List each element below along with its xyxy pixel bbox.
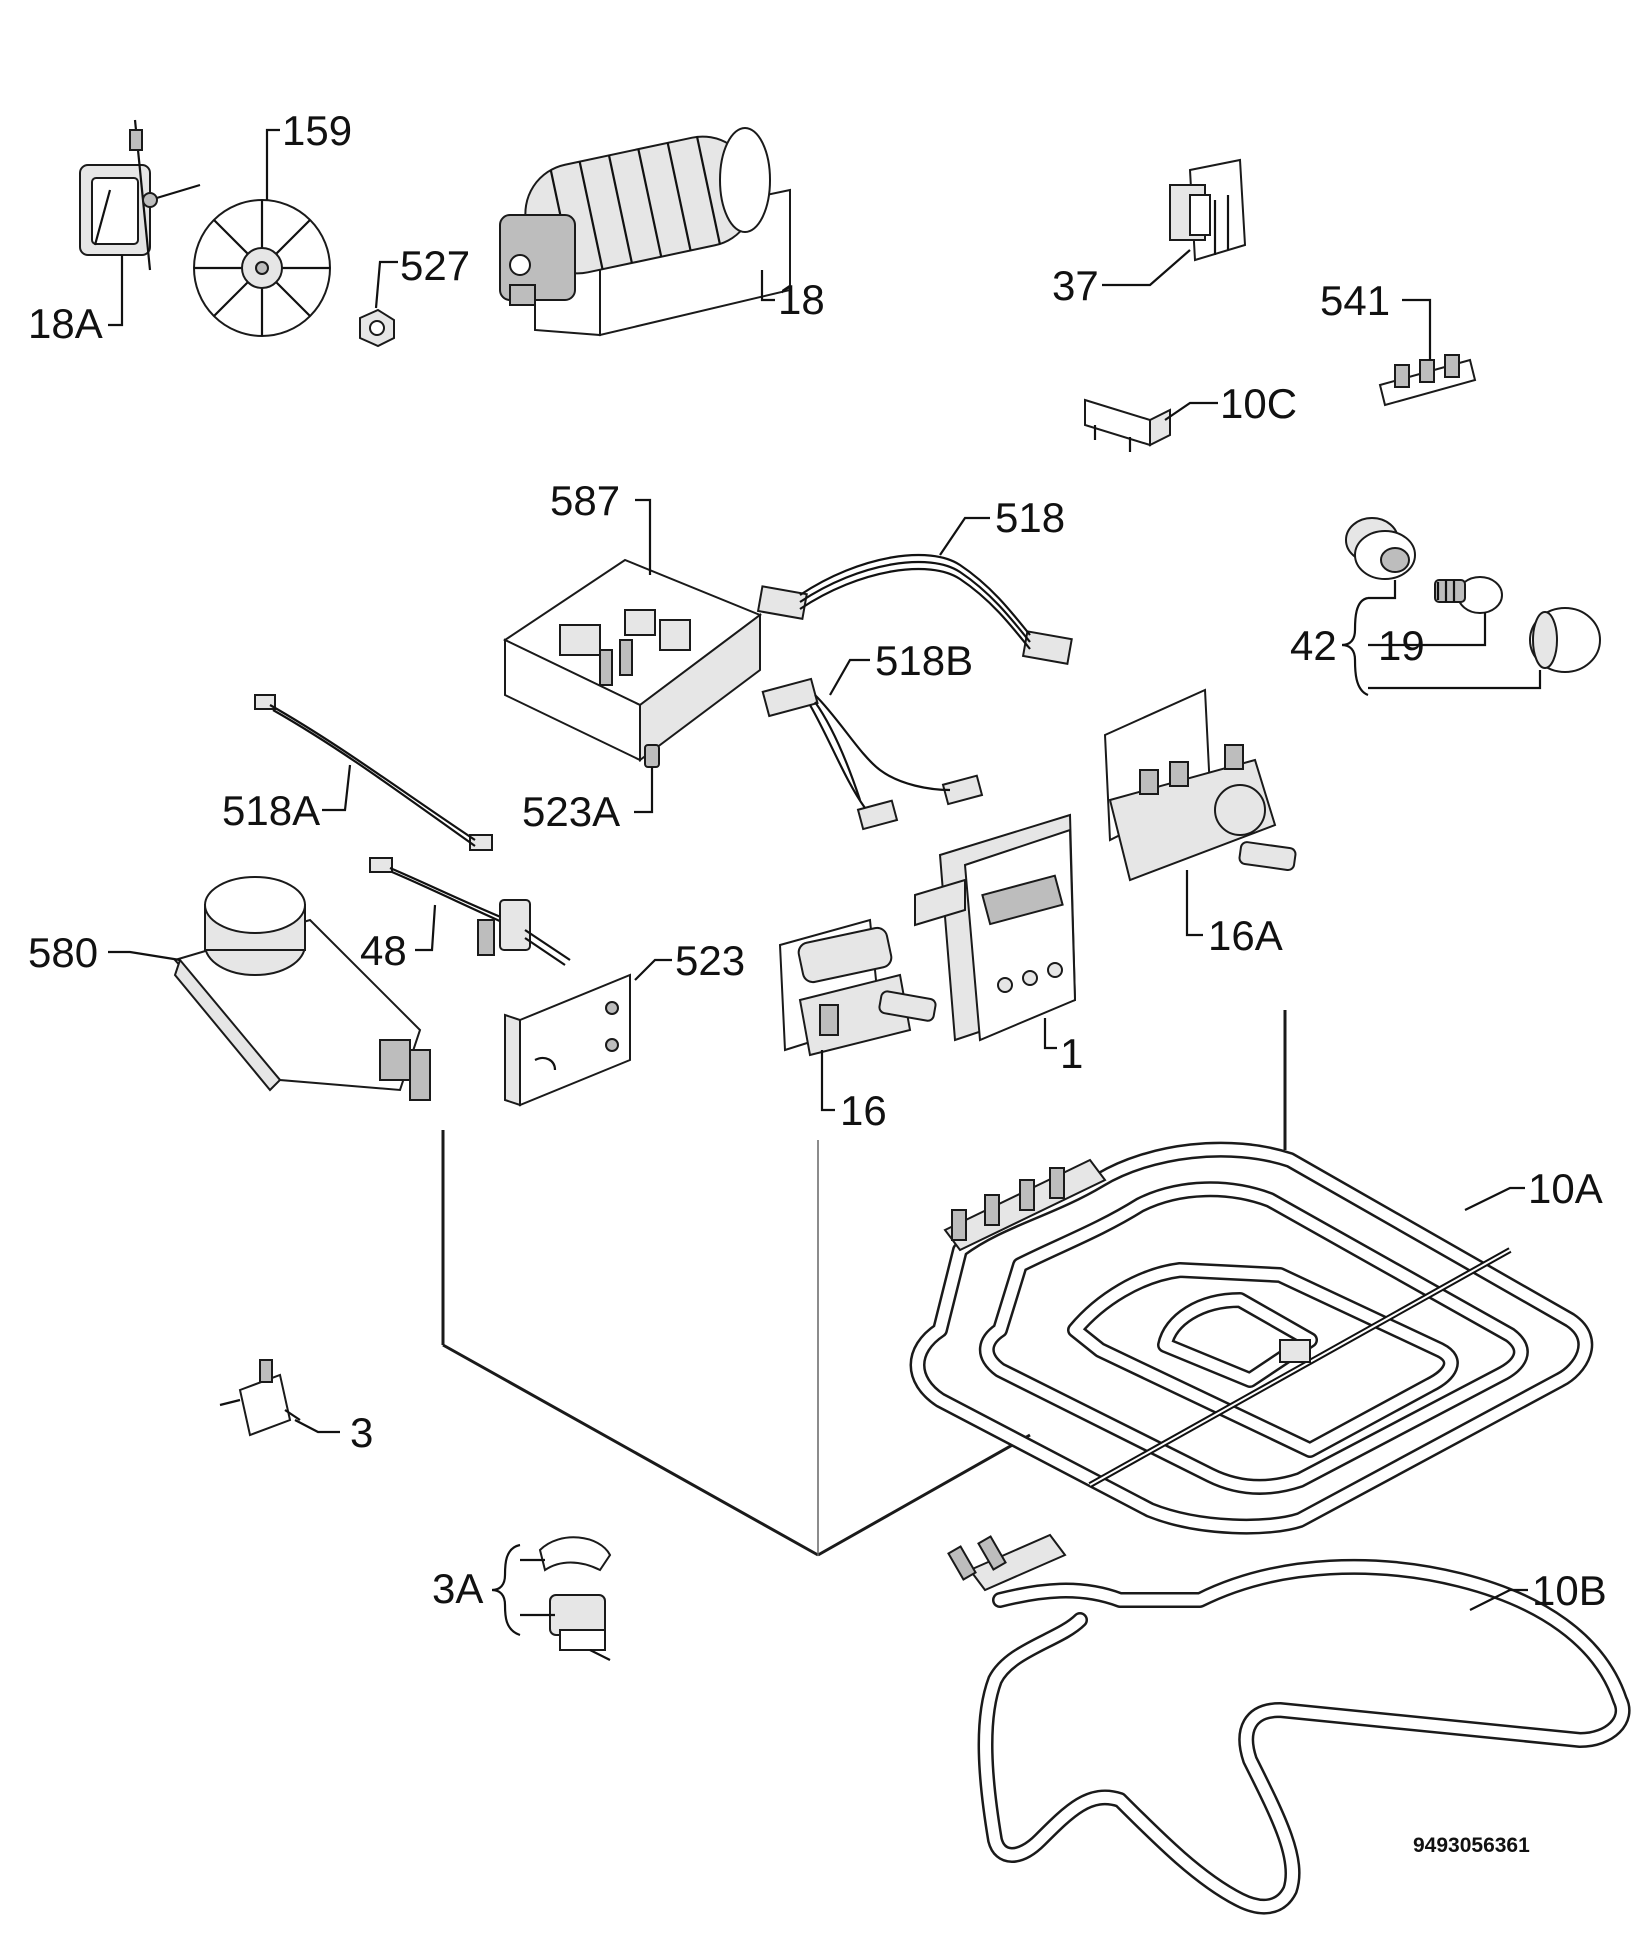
label-541: 541 bbox=[1320, 277, 1390, 324]
label-523: 523 bbox=[675, 937, 745, 984]
part-19-lamp-bulb[interactable] bbox=[1434, 576, 1503, 614]
leader-523 bbox=[634, 958, 672, 981]
leader-518 bbox=[939, 516, 990, 556]
leader-518b bbox=[829, 658, 870, 696]
leader-580 bbox=[108, 950, 181, 962]
label-37: 37 bbox=[1052, 262, 1099, 309]
label-16: 16 bbox=[840, 1087, 887, 1134]
label-10a: 10A bbox=[1528, 1165, 1603, 1212]
part-18a-fan-motor[interactable] bbox=[79, 119, 201, 271]
part-18-tangential-fan[interactable] bbox=[499, 127, 791, 337]
part-518b-cable[interactable] bbox=[761, 677, 984, 831]
leader-37 bbox=[1102, 249, 1191, 287]
leader-48 bbox=[415, 904, 437, 952]
leader-3a-lines bbox=[520, 1558, 555, 1617]
leader-10a bbox=[1464, 1186, 1525, 1211]
label-580: 580 bbox=[28, 929, 98, 976]
leader-159 bbox=[265, 128, 280, 200]
part-518a-cable[interactable] bbox=[254, 694, 493, 851]
leader-1 bbox=[1043, 1018, 1057, 1050]
leader-18a bbox=[108, 255, 124, 327]
leader-18 bbox=[760, 270, 775, 302]
part-10b-bottom-element[interactable] bbox=[947, 1533, 1631, 1915]
label-3a: 3A bbox=[432, 1565, 483, 1612]
part-48-probe[interactable] bbox=[369, 857, 571, 966]
part-580-door-lock-motor[interactable] bbox=[173, 876, 431, 1101]
label-1: 1 bbox=[1060, 1030, 1083, 1077]
part-587-control-board[interactable] bbox=[502, 558, 763, 762]
brace-42 bbox=[1341, 596, 1369, 697]
label-159: 159 bbox=[282, 107, 352, 154]
part-3-thermal-cutout[interactable] bbox=[219, 1359, 301, 1437]
part-42-lamp-cover[interactable] bbox=[1529, 607, 1601, 673]
part-37-door-switch[interactable] bbox=[1169, 158, 1247, 262]
leader-523a bbox=[634, 790, 654, 814]
leader-541 bbox=[1402, 298, 1432, 360]
leader-10b bbox=[1469, 1588, 1528, 1611]
part-10c-clip[interactable] bbox=[1084, 398, 1171, 452]
label-16a: 16A bbox=[1208, 912, 1283, 959]
part-42-lamp-holder[interactable] bbox=[1345, 517, 1416, 580]
label-42: 42 bbox=[1290, 622, 1337, 669]
leader-518a bbox=[322, 764, 352, 812]
leader-587 bbox=[635, 498, 652, 575]
part-518-cable[interactable] bbox=[756, 553, 1073, 665]
leader-16a bbox=[1185, 870, 1203, 937]
label-3: 3 bbox=[350, 1409, 373, 1456]
part-1-timer-display[interactable] bbox=[914, 813, 1077, 1042]
part-541-connector[interactable] bbox=[1378, 354, 1477, 407]
label-527: 527 bbox=[400, 242, 470, 289]
drawing-code: 9493056361 bbox=[1413, 1834, 1530, 1857]
part-159-fan-blade[interactable] bbox=[193, 199, 331, 337]
leader-42-cover bbox=[1368, 670, 1542, 690]
leader-19 bbox=[1368, 612, 1487, 647]
leader-527 bbox=[374, 260, 398, 309]
part-527-nut[interactable] bbox=[359, 308, 395, 348]
leader-3 bbox=[294, 1419, 340, 1434]
label-518a: 518A bbox=[222, 787, 320, 834]
part-3a-thermal-cutout-set[interactable] bbox=[538, 1536, 612, 1661]
label-518b: 518B bbox=[875, 637, 973, 684]
label-10b: 10B bbox=[1532, 1567, 1607, 1614]
part-10a-grill-element[interactable] bbox=[909, 1141, 1594, 1535]
label-10c: 10C bbox=[1220, 380, 1297, 427]
oven-cavity-outline bbox=[441, 1010, 1287, 1557]
leader-10c bbox=[1164, 401, 1218, 421]
leader-42-holder bbox=[1368, 580, 1397, 600]
brace-3a bbox=[491, 1543, 521, 1637]
part-523-bracket[interactable] bbox=[504, 973, 631, 1107]
label-18: 18 bbox=[778, 276, 825, 323]
label-518: 518 bbox=[995, 494, 1065, 541]
label-587: 587 bbox=[550, 477, 620, 524]
leader-16 bbox=[820, 1050, 835, 1112]
part-16-thermostat-switch[interactable] bbox=[778, 918, 937, 1057]
label-19: 19 bbox=[1378, 622, 1425, 669]
label-18a: 18A bbox=[28, 300, 103, 347]
part-16a-selector-switch[interactable] bbox=[1103, 688, 1297, 882]
part-523a-sensor[interactable] bbox=[644, 744, 660, 790]
label-523a: 523A bbox=[522, 788, 620, 835]
label-48: 48 bbox=[360, 927, 407, 974]
